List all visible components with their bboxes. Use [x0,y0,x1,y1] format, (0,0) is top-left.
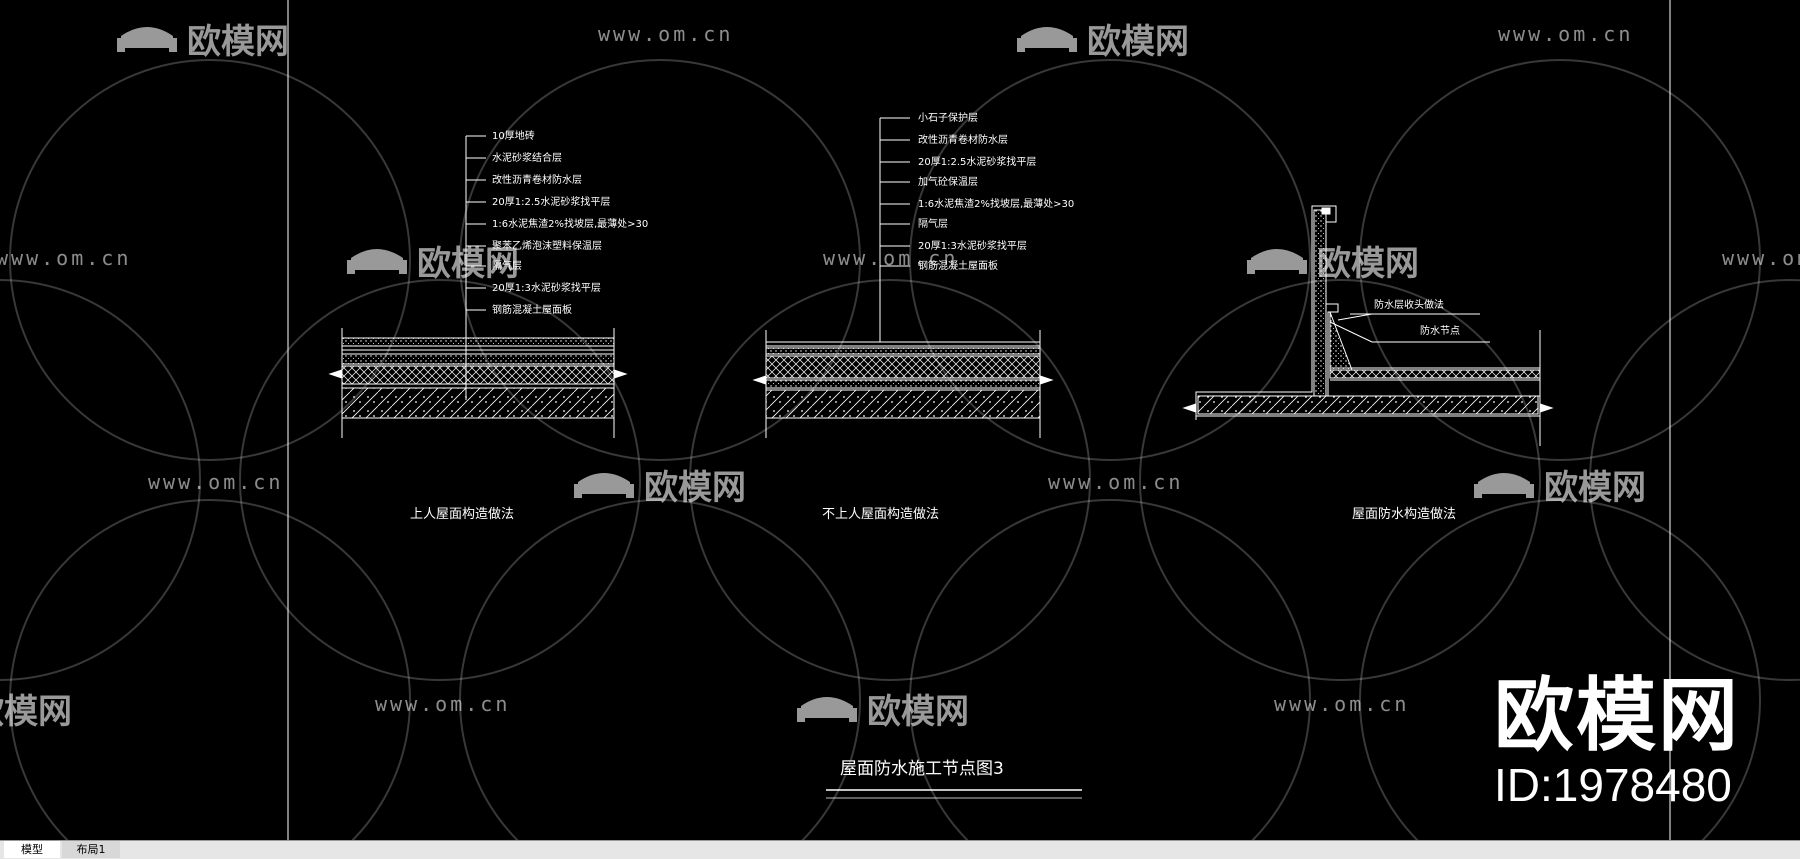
watermark-url: www.om.cn [148,470,284,494]
sofa-icon [345,244,409,278]
detail-1-label: 改性沥青卷材防水层 [492,173,582,186]
detail-1-label: 20厚1:3水泥砂浆找平层 [492,281,601,294]
detail-2-label: 1:6水泥焦渣2%找坡层,最薄处>30 [918,197,1074,210]
watermark-logo: 欧模网 [1015,14,1189,63]
watermark-logo: 欧模网 [345,236,519,285]
detail-2-label: 小石子保护层 [918,111,978,124]
detail-3-label: 防水层收头做法 [1374,298,1444,311]
brand-watermark: 欧模网 ID:1978480 [1494,676,1740,814]
detail-2-label: 20厚1:3水泥砂浆找平层 [918,239,1027,252]
watermark-url: www.om.cn [598,22,734,46]
detail-1-label: 钢筋混凝土屋面板 [492,303,572,316]
cad-model-space[interactable]: 欧模网 欧模网 欧模网 欧模网 欧模网 欧模网 欧模网 欧模网 www.om.c… [0,0,1800,840]
watermark-logo: 欧模网 [1472,460,1646,509]
tab-model[interactable]: 模型 [4,841,60,858]
sofa-icon [115,22,179,56]
watermark-logo: 欧模网 [0,692,72,732]
watermark-url: www.om.cn [1498,22,1634,46]
detail-2-label: 20厚1:2.5水泥砂浆找平层 [918,155,1036,168]
detail-2-caption: 不上人屋面构造做法 [822,507,939,522]
detail-2-section [752,117,1054,438]
detail-2-label: 隔气层 [918,217,948,230]
sofa-icon [1015,22,1079,56]
watermark-url: www.om.cn [375,692,511,716]
detail-2-label: 加气砼保温层 [918,175,978,188]
detail-1-label: 20厚1:2.5水泥砂浆找平层 [492,195,610,208]
brand-id: ID:1978480 [1494,759,1732,811]
detail-1-label: 1:6水泥焦渣2%找坡层,最薄处>30 [492,217,648,230]
watermark-url: www.om.cn [1722,246,1800,270]
sheet-title: 屋面防水施工节点图3 [840,759,1004,779]
detail-2-label: 改性沥青卷材防水层 [918,133,1008,146]
sheet-title-block: 屋面防水施工节点图3 [826,759,1082,799]
detail-1-labels: 10厚地砖 水泥砂浆结合层 改性沥青卷材防水层 20厚1:2.5水泥砂浆找平层 … [410,129,648,522]
watermark-logo: 欧模网 [572,460,746,509]
watermark-logo: 欧模网 [1245,236,1419,285]
tab-layout1[interactable]: 布局1 [62,841,120,858]
watermark-arcs [0,0,1800,840]
tab-layout1-label: 布局1 [76,843,106,856]
watermark-logo: 欧模网 [795,684,969,733]
detail-3-labels: 防水层收头做法 防水节点 屋面防水构造做法 [1352,298,1460,522]
detail-2-label: 钢筋混凝土屋面板 [918,259,998,272]
sofa-icon [1472,468,1536,502]
sofa-icon [795,692,859,726]
brand-name: 欧模网 [1494,669,1740,762]
sofa-icon [1245,244,1309,278]
watermark-logo: 欧模网 [115,14,289,63]
detail-1-section [328,135,628,438]
detail-3-label: 防水节点 [1420,324,1460,337]
detail-2-labels: 小石子保护层 改性沥青卷材防水层 20厚1:2.5水泥砂浆找平层 加气砼保温层 … [822,111,1074,522]
detail-1-label: 聚苯乙烯泡沫塑料保温层 [492,239,602,252]
layout-tab-bar: 模型 布局1 [0,840,1800,859]
watermark-url: www.om.cn [1274,692,1410,716]
detail-1-label: 水泥砂浆结合层 [492,151,562,164]
watermark-url: www.om.cn [1048,470,1184,494]
cad-drawing: 10厚地砖 水泥砂浆结合层 改性沥青卷材防水层 20厚1:2.5水泥砂浆找平层 … [328,111,1554,799]
tab-model-label: 模型 [21,843,43,856]
detail-1-label: 隔气层 [492,259,522,272]
detail-3-caption: 屋面防水构造做法 [1352,506,1456,522]
watermark-url: www.om.cn [0,246,132,270]
detail-1-caption: 上人屋面构造做法 [410,507,514,522]
sofa-icon [572,468,636,502]
detail-3-section [1182,205,1554,446]
detail-1-label: 10厚地砖 [492,129,535,142]
